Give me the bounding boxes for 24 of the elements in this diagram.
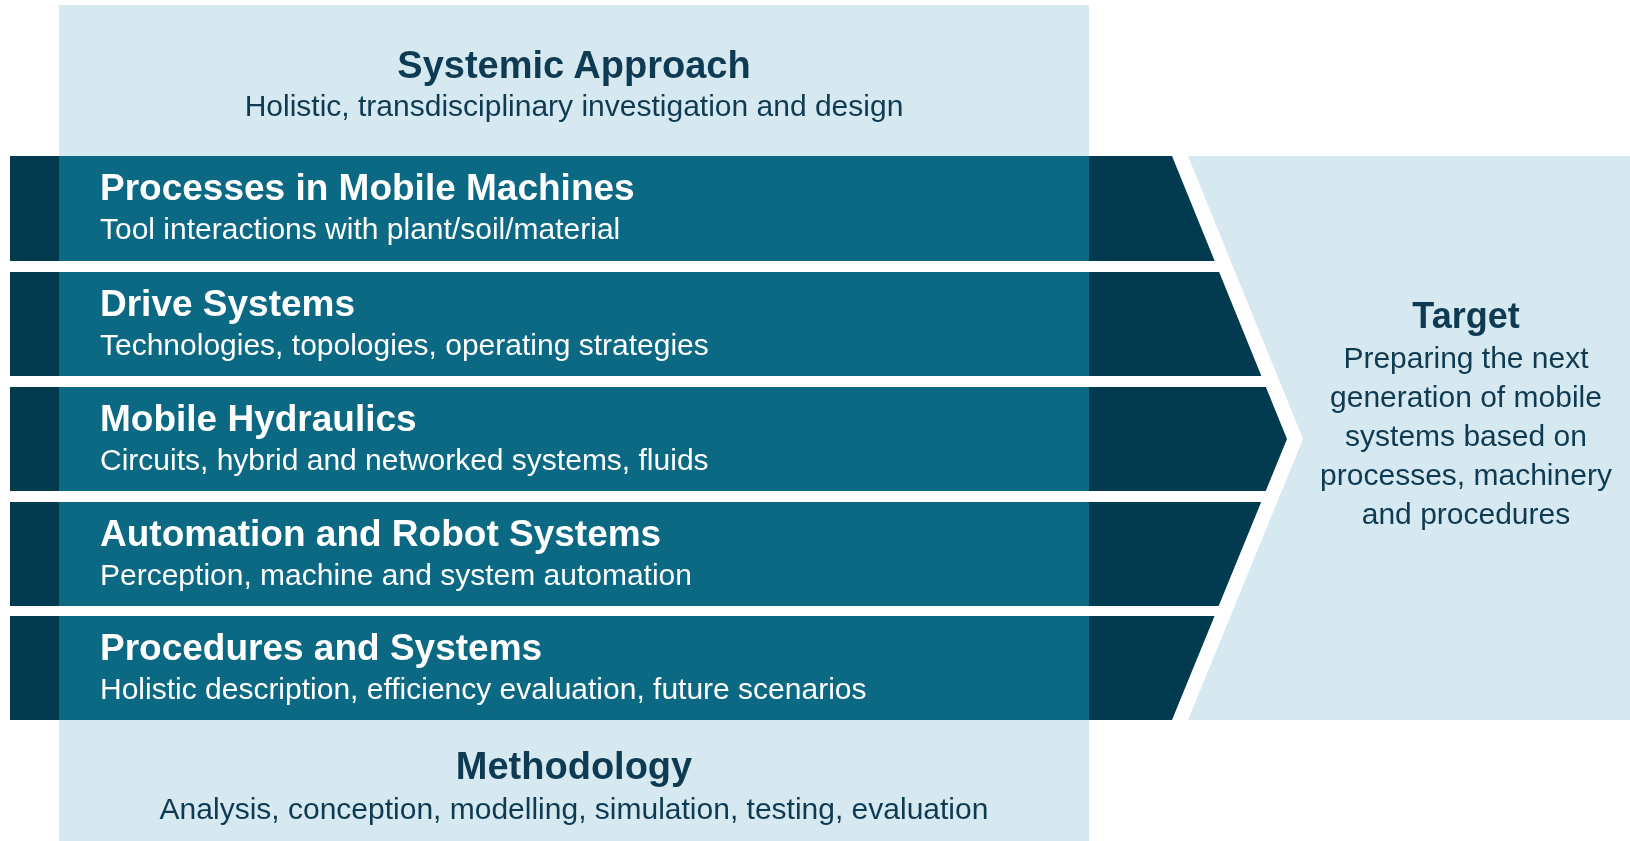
chevron-band (10, 387, 1287, 491)
header-panel (59, 720, 1089, 841)
target-panel (1188, 156, 1630, 720)
target-description: Preparing the next generation of mobile systems based on processes, machinery and procedures (1319, 340, 1613, 532)
chevron-band (10, 272, 1262, 376)
panel-heading: Systemic Approach (396, 43, 752, 87)
band-heading: Procedures and Systems (100, 626, 544, 670)
band-description: Perception, machine and system automation (100, 557, 692, 593)
band-description: Tool interactions with plant/soil/material (100, 211, 622, 247)
chevron-band (10, 156, 1215, 261)
panel-description: Holistic, transdisciplinary investigation and design (243, 88, 905, 124)
chevron-band (10, 502, 1262, 606)
band-heading: Mobile Hydraulics (100, 397, 418, 441)
target-heading: Target (1411, 294, 1521, 338)
band-description: Circuits, hybrid and networked systems, fluids (100, 442, 709, 478)
chevron-band (10, 616, 1215, 720)
band-description: Holistic description, efficiency evaluation, future scenarios (100, 671, 867, 707)
band-description: Technologies, topologies, operating strategies (100, 327, 709, 363)
band-heading: Processes in Mobile Machines (100, 166, 635, 210)
band-heading: Drive Systems (100, 282, 357, 326)
panel-description: Analysis, conception, modelling, simulation, testing, evaluation (158, 791, 990, 827)
panel-heading: Methodology (454, 744, 694, 788)
band-heading: Automation and Robot Systems (100, 512, 663, 556)
header-panel (59, 5, 1089, 156)
